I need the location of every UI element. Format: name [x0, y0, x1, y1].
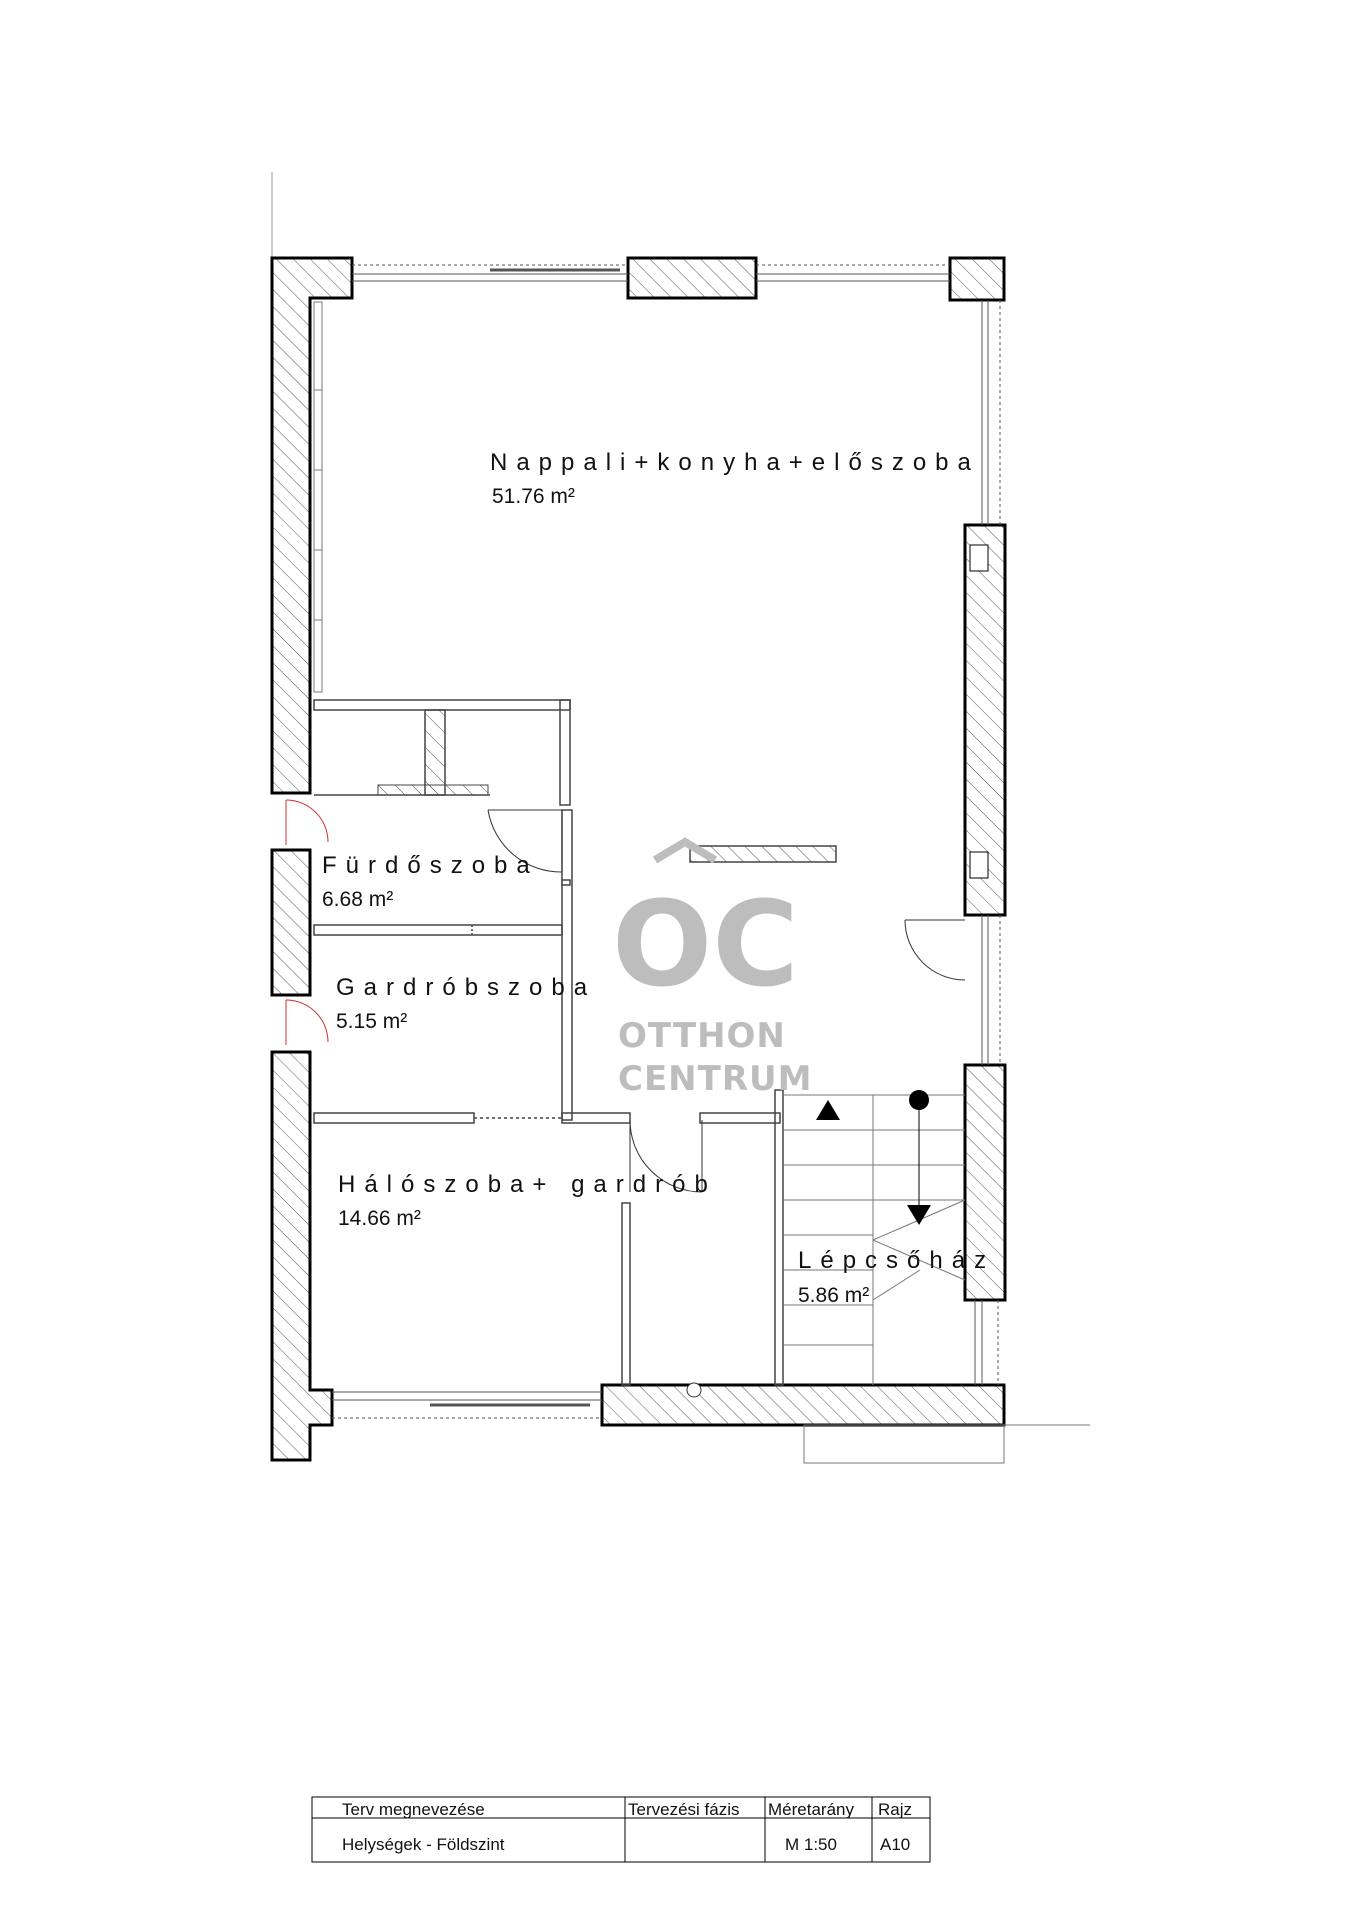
window-top-left — [352, 264, 628, 282]
interior-walls — [313, 699, 784, 1386]
wall-left-top — [270, 256, 354, 795]
watermark-logo: OC OTTHON CENTRUM — [612, 837, 812, 1099]
fixture-marker — [686, 1382, 702, 1398]
logo-line-1: OTTHON — [618, 1016, 786, 1056]
wall-left-mid — [270, 848, 312, 997]
stair-marker — [909, 1090, 929, 1110]
room-name-stairwell: Lépcsőház — [798, 1247, 995, 1274]
room-area-living: 51.76 m² — [492, 485, 575, 508]
room-name-wardrobe: Gardróbszoba — [336, 974, 596, 1001]
wall-left-bottom — [270, 1050, 334, 1462]
door-swings — [487, 809, 966, 1193]
column — [424, 709, 446, 796]
room-area-stairwell: 5.86 m² — [798, 1284, 869, 1307]
room-name-living: Nappali+konyha+előszoba — [490, 449, 980, 476]
room-name-bathroom: Fürdőszoba — [322, 852, 539, 879]
room-area-wardrobe: 5.15 m² — [336, 1010, 407, 1033]
wall-bottom-right — [600, 1383, 1006, 1427]
title-block-value-drawing: A10 — [880, 1835, 910, 1854]
title-block-header-drawing: Rajz — [878, 1800, 912, 1819]
room-name-bedroom: Hálószoba+ gardrób — [338, 1171, 717, 1198]
room-area-bedroom: 14.66 m² — [338, 1207, 421, 1230]
kitchen-counter — [689, 845, 837, 863]
title-block — [311, 1796, 931, 1863]
window-right-mid — [981, 915, 1001, 1065]
wall-right-upper — [963, 523, 1007, 917]
title-block-value-scale: M 1:50 — [785, 1835, 837, 1854]
staircase — [783, 1094, 966, 1385]
title-block-header-phase: Tervezési fázis — [628, 1800, 739, 1819]
stair-arrow-down — [907, 1205, 931, 1225]
wall-top-right — [948, 256, 1006, 302]
room-area-bathroom: 6.68 m² — [322, 888, 393, 911]
title-block-header-plan-name: Terv megnevezése — [342, 1800, 485, 1819]
title-block-value-plan-name: Helységek - Földszint — [342, 1835, 505, 1854]
terrace — [803, 1424, 1090, 1464]
window-top-right — [756, 264, 950, 282]
door-swings-exterior — [285, 799, 329, 1045]
title-block-header-scale: Méretarány — [768, 1800, 854, 1819]
window-right-upper — [981, 300, 1001, 525]
wall-right-lower — [963, 1063, 1007, 1302]
logo-mark: OC — [612, 875, 799, 1013]
stair-arrow-up — [816, 1100, 840, 1120]
wall-lining-left — [313, 301, 323, 693]
logo-line-2: CENTRUM — [618, 1059, 812, 1099]
window-right-lower — [974, 1300, 999, 1385]
window-bottom — [332, 1391, 602, 1419]
wall-top-middle — [626, 256, 758, 300]
